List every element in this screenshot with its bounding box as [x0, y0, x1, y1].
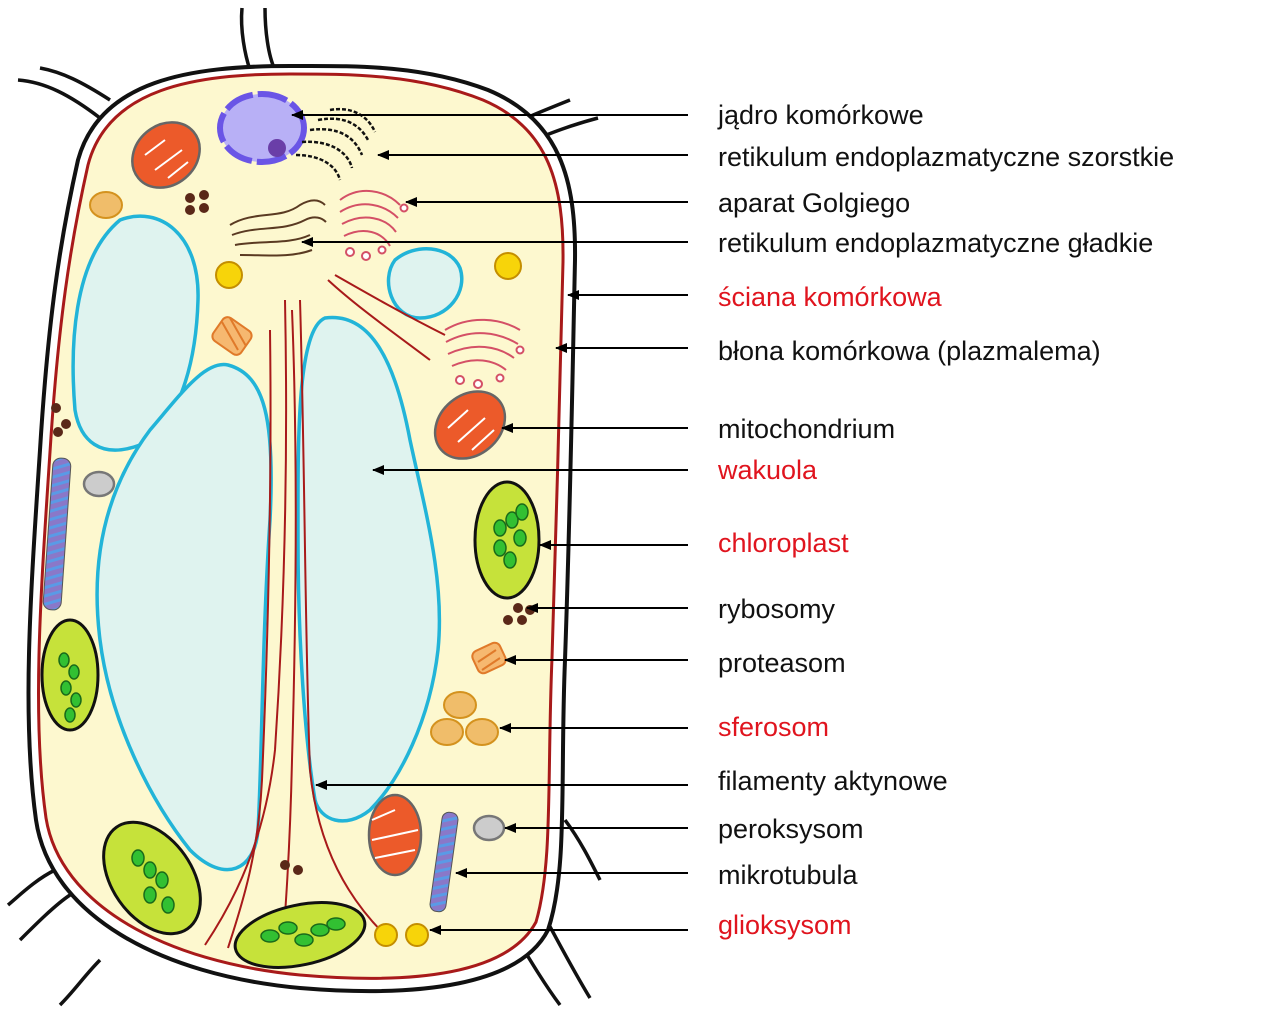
- label-glyoxysome: glioksysom: [718, 910, 852, 940]
- label-microtubule: mikrotubula: [718, 860, 859, 890]
- spherosome-icon: [90, 192, 122, 218]
- label-vacuole: wakuola: [717, 455, 818, 485]
- peroxisome-icon: [84, 472, 114, 496]
- label-peroxisome: peroksysom: [718, 814, 864, 844]
- labels: jądro komórkowe retikulum endoplazmatycz…: [717, 100, 1174, 940]
- label-golgi: aparat Golgiego: [718, 188, 910, 218]
- label-ribosomes: rybosomy: [718, 594, 836, 624]
- nucleus-icon: [220, 94, 304, 162]
- label-spherosome: sferosom: [718, 712, 829, 742]
- label-nucleus: jądro komórkowe: [717, 100, 924, 130]
- peroxisome-icon: [474, 816, 504, 840]
- label-chloroplast: chloroplast: [718, 528, 849, 558]
- label-actin-filaments: filamenty aktynowe: [718, 766, 948, 796]
- glyoxysome-icon: [216, 262, 242, 288]
- glyoxysome-icon: [375, 924, 397, 946]
- spherosome-icon: [466, 719, 498, 745]
- glyoxysome-icon: [495, 253, 521, 279]
- label-rough-er: retikulum endoplazmatyczne szorstkie: [718, 142, 1174, 172]
- label-cell-membrane: błona komórkowa (plazmalema): [718, 336, 1101, 366]
- label-cell-wall: ściana komórkowa: [718, 282, 943, 312]
- label-smooth-er: retikulum endoplazmatyczne gładkie: [718, 228, 1153, 258]
- chloroplast-icon: [42, 620, 98, 730]
- label-mitochondrion: mitochondrium: [718, 414, 895, 444]
- vacuole-icon: [388, 249, 461, 318]
- spherosome-icon: [431, 719, 463, 745]
- chloroplast-icon: [475, 482, 539, 598]
- mitochondrion-icon: [369, 795, 421, 875]
- glyoxysome-icon: [406, 924, 428, 946]
- spherosome-icon: [444, 692, 476, 718]
- label-proteasome: proteasom: [718, 648, 846, 678]
